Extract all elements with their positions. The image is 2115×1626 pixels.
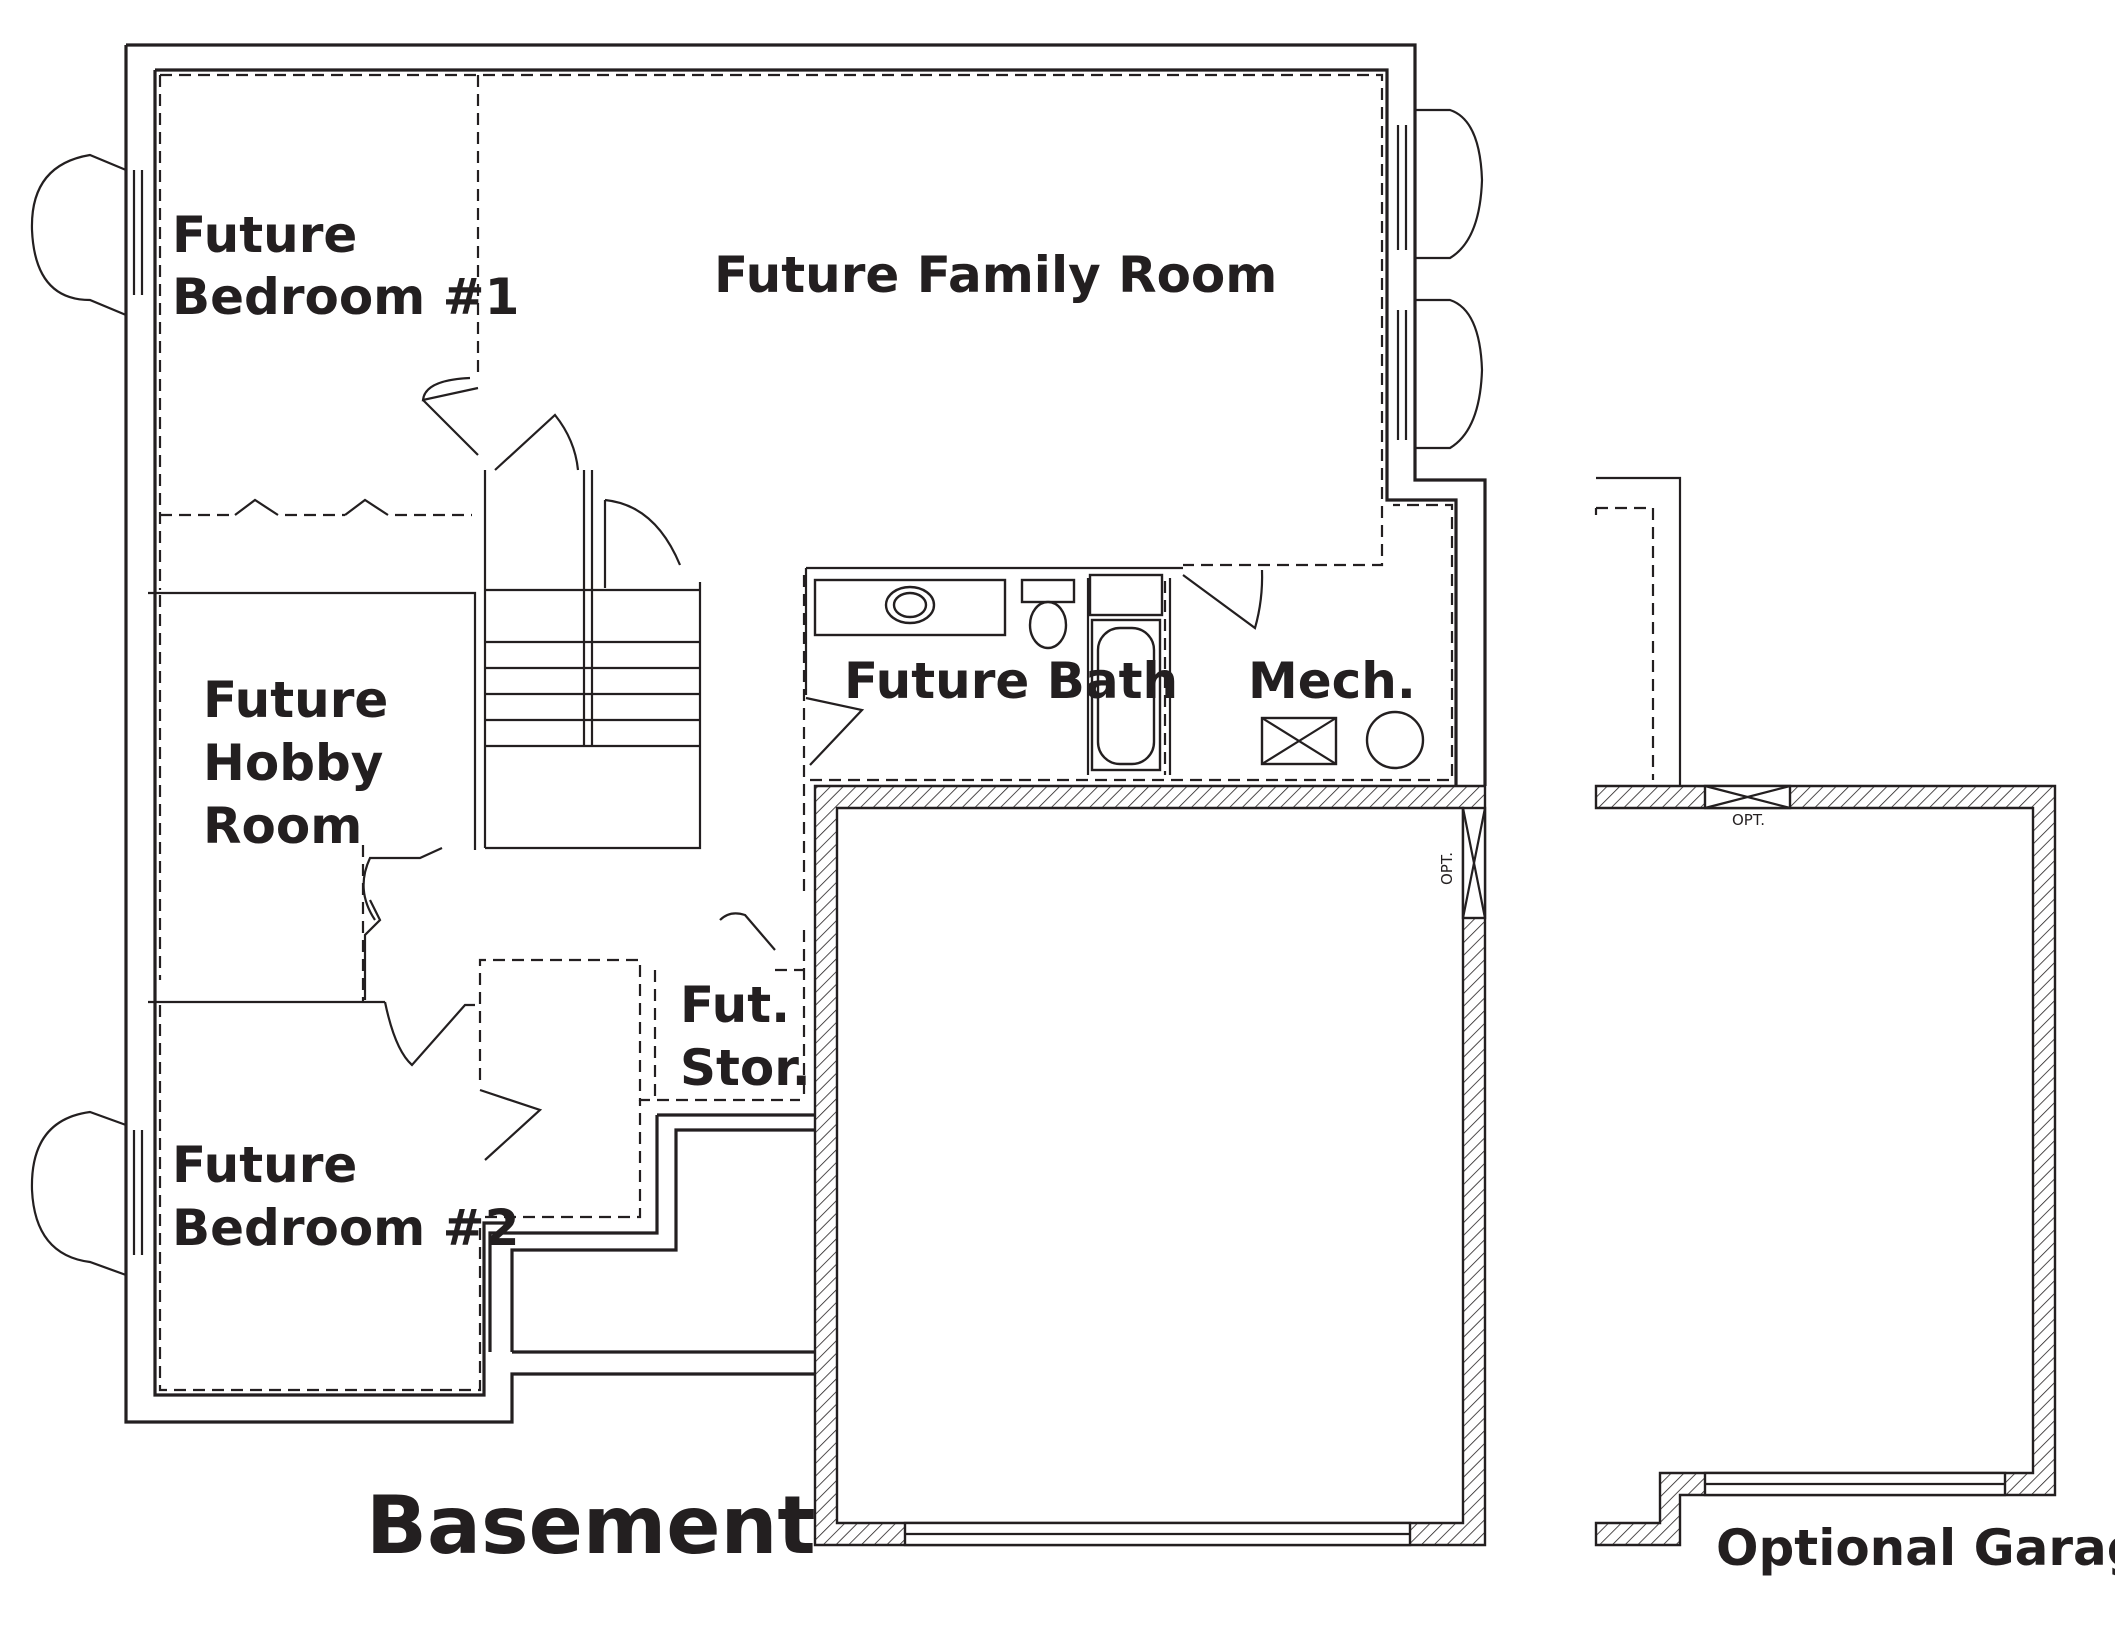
mech-label: Mech. bbox=[1248, 652, 1416, 710]
bedroom2-label-line1: Future bbox=[172, 1136, 357, 1194]
basement-exterior-walls bbox=[124, 43, 1487, 1424]
bath-fixtures bbox=[813, 573, 1425, 772]
hobby-label-line2: Hobby bbox=[203, 734, 383, 792]
opt-note-horizontal: OPT. bbox=[1732, 811, 1765, 829]
bedroom2-label-line2: Bedroom #2 bbox=[172, 1199, 519, 1257]
storage-label-line2: Stor. bbox=[680, 1039, 811, 1097]
bedroom1-label-line2: Bedroom #1 bbox=[172, 268, 519, 326]
storage-label-line1: Fut. bbox=[680, 976, 790, 1034]
hobby-label-line3: Room bbox=[203, 797, 362, 855]
bath-label: Future Bath bbox=[844, 652, 1178, 710]
opt-note-vertical: OPT. bbox=[1438, 852, 1456, 885]
toilet-icon bbox=[1028, 600, 1068, 650]
svg-text:Fut.Stor.: Fut.Stor. bbox=[680, 976, 811, 1097]
staircase bbox=[483, 470, 702, 850]
doors bbox=[234, 376, 1264, 1161]
water-heater-icon bbox=[1365, 710, 1425, 770]
bedroom1-label-line1: Future bbox=[172, 206, 357, 264]
basement-title: Basement bbox=[366, 1479, 816, 1572]
window-wells bbox=[30, 108, 1484, 1277]
interior-walls bbox=[148, 566, 1183, 1004]
optional-garage-title: Optional Garage bbox=[1716, 1519, 2115, 1577]
optional-garage-walls bbox=[1594, 476, 2057, 1547]
hobby-label-line1: Future bbox=[203, 671, 388, 729]
family-room-label: Future Family Room bbox=[714, 246, 1277, 304]
garage-walls bbox=[813, 784, 1487, 1547]
